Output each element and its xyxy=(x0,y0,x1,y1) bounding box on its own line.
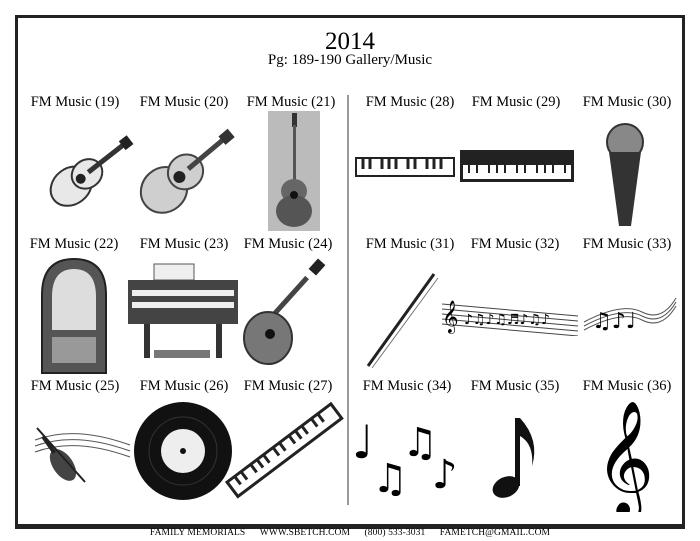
organ-image xyxy=(128,263,238,358)
treble-clef-image: 𝄞 xyxy=(595,399,654,512)
column-divider xyxy=(347,95,349,505)
page-border xyxy=(15,15,685,529)
item-label: FM Music (22) xyxy=(29,236,119,252)
music-staff-image: 𝄞 ♪♫♪♫♬♪♫♪ xyxy=(441,300,579,336)
item-label: FM Music (32) xyxy=(470,236,560,252)
item-label: FM Music (28) xyxy=(365,94,455,110)
keyboard-diagonal-image xyxy=(224,401,344,499)
eighth-note-image xyxy=(492,418,535,498)
item-label: FM Music (25) xyxy=(30,378,120,394)
item-label: FM Music (29) xyxy=(471,94,561,110)
svg-text:♪♫♪♫♬♪♫♪: ♪♫♪♫♬♪♫♪ xyxy=(464,312,550,328)
violin-bow-image xyxy=(366,273,439,369)
item-label: FM Music (20) xyxy=(139,94,229,110)
svg-text:♫: ♫ xyxy=(372,456,408,496)
svg-text:𝄞: 𝄞 xyxy=(442,300,459,334)
footer-email: FAMETCH@GMAIL.COM xyxy=(439,528,551,538)
item-label: FM Music (33) xyxy=(582,236,672,252)
item-label: FM Music (24) xyxy=(243,236,333,252)
digital-piano-image xyxy=(460,150,574,182)
acoustic-guitar-image xyxy=(139,128,235,214)
wavy-staff-notes-image: ♫♪♩ xyxy=(583,297,677,334)
vinyl-record-image xyxy=(134,402,232,500)
svg-text:♫♪♩: ♫♪♩ xyxy=(592,309,636,334)
item-label: FM Music (26) xyxy=(139,378,229,394)
footer: FAMILY MEMORIALS WWW.SBETCH.COM (800) 53… xyxy=(0,528,700,538)
music-notes-image: ♩♫♫♪ xyxy=(352,415,458,496)
keyboard-image xyxy=(355,157,455,177)
page-subtitle: Pg: 189-190 Gallery/Music xyxy=(267,52,433,68)
violin-with-notes-image xyxy=(34,427,131,483)
item-label: FM Music (19) xyxy=(30,94,120,110)
item-label: FM Music (31) xyxy=(365,236,455,252)
item-label: FM Music (34) xyxy=(362,378,452,394)
item-label: FM Music (23) xyxy=(139,236,229,252)
svg-text:𝄞: 𝄞 xyxy=(595,399,654,512)
svg-text:♪: ♪ xyxy=(432,452,458,496)
svg-text:♩: ♩ xyxy=(352,415,374,469)
item-label: FM Music (21) xyxy=(246,94,336,110)
page-year: 2014 xyxy=(325,28,375,55)
item-label: FM Music (30) xyxy=(582,94,672,110)
svg-text:♫: ♫ xyxy=(402,420,438,466)
footer-website: WWW.SBETCH.COM xyxy=(259,528,351,538)
microphone-image xyxy=(606,123,644,226)
item-label: FM Music (35) xyxy=(470,378,560,394)
guitar-photo-image xyxy=(268,111,320,231)
footer-company: FAMILY MEMORIALS xyxy=(149,528,246,538)
mandolin-image xyxy=(243,258,326,365)
item-label: FM Music (27) xyxy=(243,378,333,394)
jukebox-image xyxy=(41,257,107,374)
footer-phone: (800) 533-3031 xyxy=(364,528,426,538)
acoustic-electric-guitar-image xyxy=(49,135,134,207)
item-label: FM Music (36) xyxy=(582,378,672,394)
